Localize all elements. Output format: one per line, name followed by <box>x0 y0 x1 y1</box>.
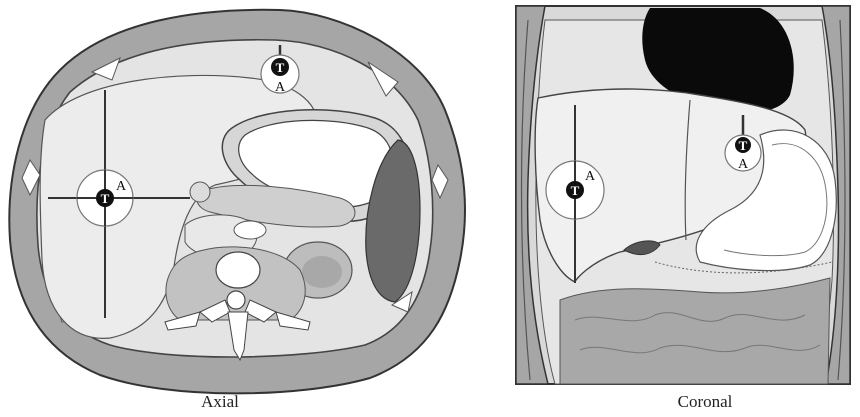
axial-vessel <box>190 182 210 202</box>
coronal-applicator-label-large: A <box>585 169 596 184</box>
coronal-panel: T A T A <box>516 6 850 384</box>
axial-marker-large: T A <box>77 170 133 226</box>
axial-applicator-label-large: A <box>116 179 127 194</box>
axial-aorta <box>234 221 266 239</box>
axial-kidney-right-inner <box>302 256 342 288</box>
coronal-marker-large: T A <box>546 161 604 219</box>
coronal-intestines <box>560 278 830 384</box>
axial-panel: T A T A <box>9 10 465 394</box>
coronal-tumor-label-small: T <box>739 138 748 153</box>
coronal-applicator-label-small: A <box>738 157 749 172</box>
axial-caption: Axial <box>170 392 270 412</box>
coronal-caption: Coronal <box>645 392 765 412</box>
axial-applicator-label-small: A <box>275 80 286 95</box>
axial-tumor-label-large: T <box>101 191 110 206</box>
axial-tumor-label-small: T <box>276 60 285 75</box>
coronal-tumor-label-large: T <box>571 183 580 198</box>
